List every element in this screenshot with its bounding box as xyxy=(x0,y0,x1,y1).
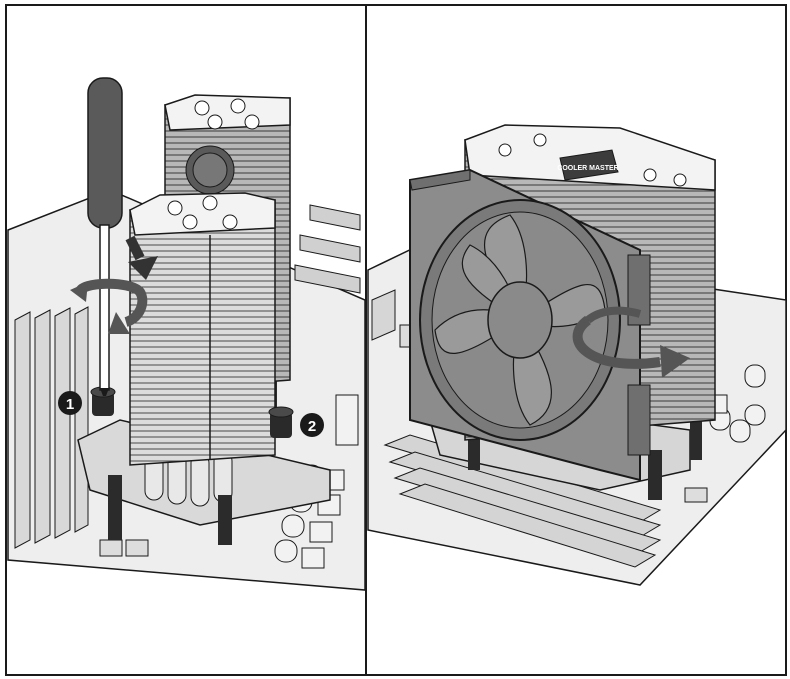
step-marker-2-label: 2 xyxy=(308,418,316,435)
ram-slots-left xyxy=(14,306,89,549)
step-marker-2: 2 xyxy=(300,413,324,437)
right-panel: COOLER MASTER xyxy=(367,124,787,586)
rotate-arrow-icon-right xyxy=(572,306,690,378)
pcie-slots-left xyxy=(294,204,361,294)
heatsink-tower-left xyxy=(129,94,291,466)
fan-header-left xyxy=(99,539,149,557)
cooler-master-logo: COOLER MASTER xyxy=(557,149,619,181)
step-marker-1-label: 1 xyxy=(66,396,74,413)
rotate-arrow-icon xyxy=(70,278,148,334)
left-panel: 1 2 xyxy=(7,77,366,591)
fan-header-right xyxy=(684,487,708,503)
down-arrow-icon xyxy=(125,235,158,280)
step-marker-1: 1 xyxy=(58,391,82,415)
mounting-screw-2 xyxy=(268,406,294,438)
screwdriver-icon xyxy=(87,77,123,396)
logo-text: COOLER MASTER xyxy=(557,165,618,172)
cpu-cooler-fan-icon xyxy=(409,168,651,482)
